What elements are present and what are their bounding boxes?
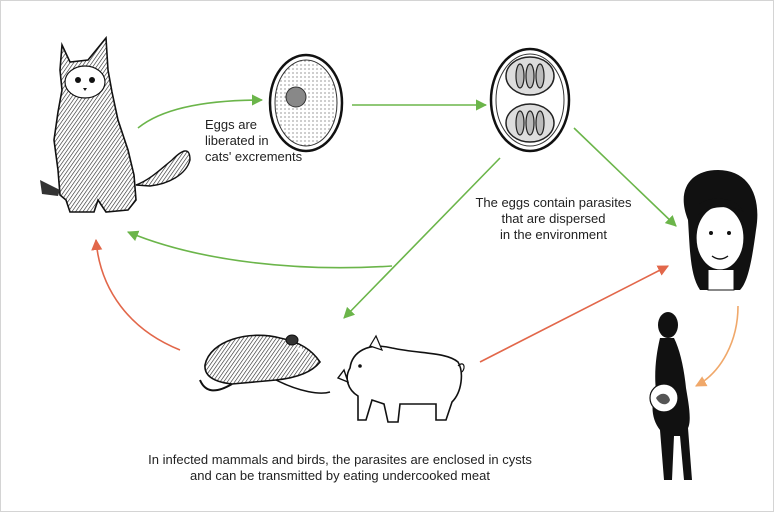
woman-face-icon (684, 170, 758, 290)
pregnant-woman-icon (650, 312, 692, 480)
eggs-contain-parasites-label: The eggs contain parasites that are disp… (446, 195, 661, 243)
arrow-pig-to-woman (480, 266, 668, 362)
rat-icon (200, 335, 330, 393)
arrow-woman-to-fetus (696, 306, 738, 386)
arrow-environment-to-cat (128, 232, 392, 268)
pig-icon (338, 336, 464, 422)
infected-mammals-label: In infected mammals and birds, the paras… (90, 452, 590, 484)
arrow-rat-to-cat (96, 240, 180, 350)
cat-icon (40, 38, 190, 212)
divided-egg-icon (491, 49, 569, 151)
eggs-liberated-label: Eggs are liberated in cats' excrements (205, 117, 335, 165)
